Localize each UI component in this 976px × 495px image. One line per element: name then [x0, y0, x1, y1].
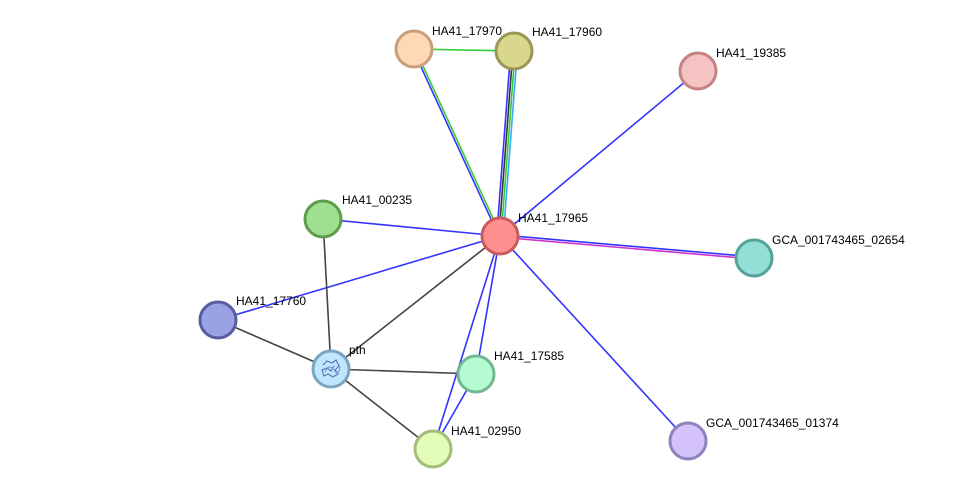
network-edges: [217, 48, 755, 450]
edge-line: [217, 319, 332, 370]
node-ha41_17585[interactable]: [456, 354, 496, 394]
edge-line: [499, 235, 689, 442]
edge-line: [502, 51, 519, 237]
edge-HA41_17965-HA41_02950[interactable]: [432, 235, 501, 450]
edge-line: [217, 235, 501, 321]
edge-HA41_17965-HA41_17760[interactable]: [217, 235, 501, 321]
edge-line: [322, 218, 501, 237]
node-pth[interactable]: [311, 349, 351, 389]
edge-HA41_17965-GCA_001743465_01374[interactable]: [499, 235, 689, 442]
edge-line: [500, 51, 516, 237]
edge-HA41_17965-HA41_00235[interactable]: [322, 218, 501, 237]
edge-line: [330, 368, 477, 375]
node-ha41_17970[interactable]: [394, 29, 434, 69]
node-circle[interactable]: [394, 29, 434, 69]
node-gca_001743465_02654[interactable]: [734, 238, 774, 278]
edge-HA41_17965-pth[interactable]: [330, 235, 501, 370]
node-circle[interactable]: [198, 300, 238, 340]
network-labels: HA41_17965 HA41_17970 HA41_17960HA41_19385…: [236, 24, 905, 438]
node-circle[interactable]: [413, 429, 453, 469]
node-label: HA41_02950: [451, 424, 521, 438]
edge-line: [475, 235, 501, 375]
edge-line: [330, 235, 501, 370]
node-circle[interactable]: [480, 216, 520, 256]
edge-HA41_17965-HA41_17960[interactable]: [495, 50, 519, 237]
edge-HA41_00235-pth[interactable]: [322, 218, 332, 370]
node-circle[interactable]: [734, 238, 774, 278]
edge-line: [500, 234, 755, 258]
node-circle[interactable]: [494, 31, 534, 71]
node-circle[interactable]: [668, 421, 708, 461]
edge-HA41_17760-pth[interactable]: [217, 319, 332, 370]
node-ha41_19385[interactable]: [678, 51, 718, 91]
edge-pth-HA41_17585[interactable]: [330, 368, 477, 375]
node-label: HA41_17585: [494, 349, 564, 363]
node-label: GCA_001743465_01374: [706, 416, 839, 430]
edge-line: [495, 50, 512, 236]
node-label: HA41_17960: [532, 25, 602, 39]
node-ha41_17965[interactable]: [480, 216, 520, 256]
edge-line: [412, 49, 500, 237]
node-label: pth: [349, 343, 366, 357]
node-circle[interactable]: [311, 349, 351, 389]
edge-HA41_17965-HA41_19385[interactable]: [499, 70, 699, 237]
protein-structure-icon: [321, 359, 341, 378]
edge-HA41_17965-HA41_17585[interactable]: [475, 235, 501, 375]
edge-line: [432, 235, 501, 450]
node-circle[interactable]: [303, 199, 343, 239]
node-circle[interactable]: [678, 51, 718, 91]
edge-line: [499, 236, 754, 260]
edge-line: [414, 48, 502, 236]
node-label: HA41_17970: [432, 24, 502, 38]
edge-pth-HA41_02950[interactable]: [330, 368, 434, 450]
node-circle[interactable]: [456, 354, 496, 394]
node-gca_001743465_01374[interactable]: [668, 421, 708, 461]
node-label: HA41_19385: [716, 46, 786, 60]
node-label: HA41_17965: [518, 211, 588, 225]
edge-line: [330, 368, 434, 450]
edge-HA41_17965-GCA_001743465_02654[interactable]: [499, 234, 755, 260]
node-label: GCA_001743465_02654: [772, 233, 905, 247]
node-label: HA41_17760: [236, 294, 306, 308]
node-ha41_00235[interactable]: [303, 199, 343, 239]
network-nodes: [198, 29, 774, 469]
node-ha41_17760[interactable]: [198, 300, 238, 340]
edge-line: [499, 70, 699, 237]
node-label: HA41_00235: [342, 193, 412, 207]
edge-line: [498, 50, 514, 236]
node-ha41_17960[interactable]: [494, 31, 534, 71]
edge-HA41_17965-HA41_17970[interactable]: [412, 48, 502, 237]
edge-line: [322, 218, 332, 370]
node-ha41_02950[interactable]: [413, 429, 453, 469]
